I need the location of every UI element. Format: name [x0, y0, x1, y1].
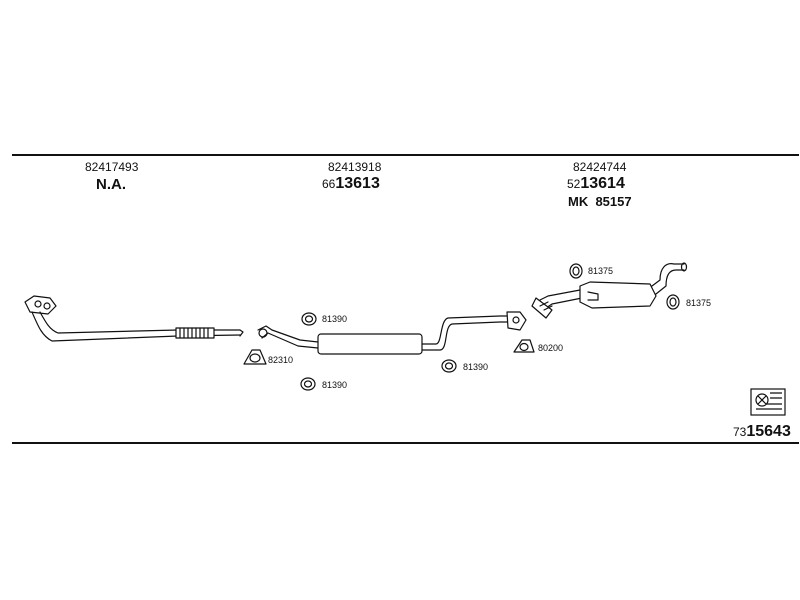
group3-code: 5213614	[567, 175, 625, 193]
front-pipe-icon	[31, 311, 244, 342]
group3-mk-label: MK	[568, 194, 589, 209]
group3-code-prefix: 52	[567, 177, 581, 191]
front-flange-icon	[24, 295, 57, 315]
group2-code-prefix: 66	[322, 177, 336, 191]
group1-part-number: 82417493	[85, 160, 139, 174]
hanger-top-label: 81375	[588, 266, 614, 276]
footer-code-prefix: 73	[733, 425, 747, 439]
catalog-logo-icon	[750, 388, 786, 416]
group3-part-number: 82424744	[573, 160, 627, 174]
hanger-right-icon	[666, 294, 680, 310]
bottom-divider	[12, 442, 799, 444]
footer-code: 7315643	[733, 423, 791, 441]
clamp-upper-icon	[301, 312, 317, 326]
clamp-lower-icon	[300, 377, 316, 391]
group2-code-main: 13613	[335, 175, 380, 192]
middle-silencer-icon	[257, 311, 527, 355]
clamp-lower-label: 81390	[322, 380, 348, 390]
gasket-rear-icon	[513, 339, 535, 353]
gasket-front-label: 82310	[268, 355, 294, 365]
group3-mk: MK 85157	[568, 194, 632, 209]
top-divider	[12, 154, 799, 156]
gasket-front-icon	[243, 349, 267, 365]
clamp-upper-label: 81390	[322, 314, 348, 324]
gasket-rear-label: 80200	[538, 343, 564, 353]
footer-code-main: 15643	[746, 423, 791, 440]
hanger-top-icon	[569, 263, 583, 279]
hanger-right-label: 81375	[686, 298, 712, 308]
group1-status: N.A.	[96, 176, 126, 193]
group3-code-main: 13614	[580, 175, 625, 192]
rear-silencer-icon	[531, 262, 688, 319]
group2-code: 6613613	[322, 175, 380, 193]
group3-mk-number: 85157	[595, 194, 632, 209]
clamp-mid-label: 81390	[463, 362, 489, 372]
group2-part-number: 82413918	[328, 160, 382, 174]
clamp-mid-icon	[441, 359, 457, 373]
